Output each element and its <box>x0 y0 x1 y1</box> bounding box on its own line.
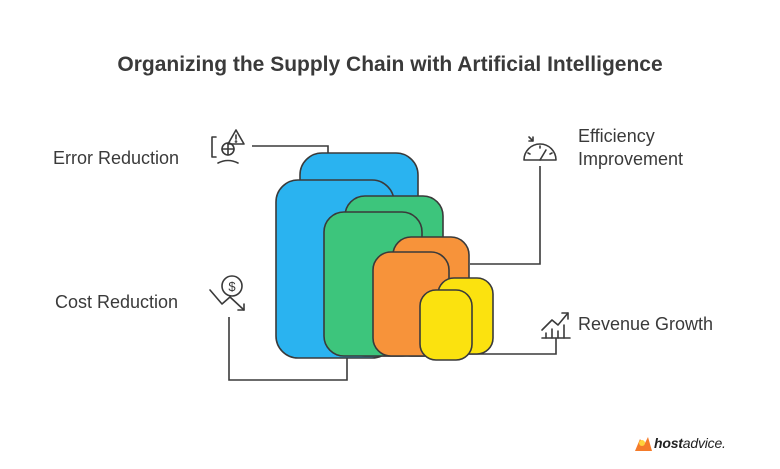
efficiency-connector-line <box>470 166 541 265</box>
revenue-connector-line <box>462 338 557 355</box>
yellow-block <box>419 277 494 361</box>
brand-name-bold: host <box>654 435 683 451</box>
hostadvice-wordmark: hostadvice. <box>654 435 726 451</box>
cost-dollar-icon: $ <box>209 275 245 311</box>
gauge-icon <box>523 136 557 161</box>
page-title: Organizing the Supply Chain with Artific… <box>117 53 663 76</box>
error-warning-icon <box>211 129 245 164</box>
revenue-growth-label: Revenue Growth <box>578 314 714 334</box>
growth-chart-icon <box>541 312 571 339</box>
brand-name-rest: advice. <box>682 435 726 451</box>
yellow-block-front <box>419 289 473 361</box>
cost-connector-line <box>228 317 348 381</box>
error-reduction-label: Error Reduction <box>53 148 180 168</box>
svg-text:$: $ <box>228 279 236 294</box>
efficiency-label-line1: Efficiency <box>578 126 655 146</box>
efficiency-label-line2: Improvement <box>578 149 684 169</box>
efficiency-improvement-label: Efficiency Improvement <box>578 125 683 171</box>
hostadvice-logo: hostadvice. <box>632 433 726 453</box>
cost-reduction-label: Cost Reduction <box>55 292 179 312</box>
hostadvice-mascot-icon <box>635 437 652 451</box>
